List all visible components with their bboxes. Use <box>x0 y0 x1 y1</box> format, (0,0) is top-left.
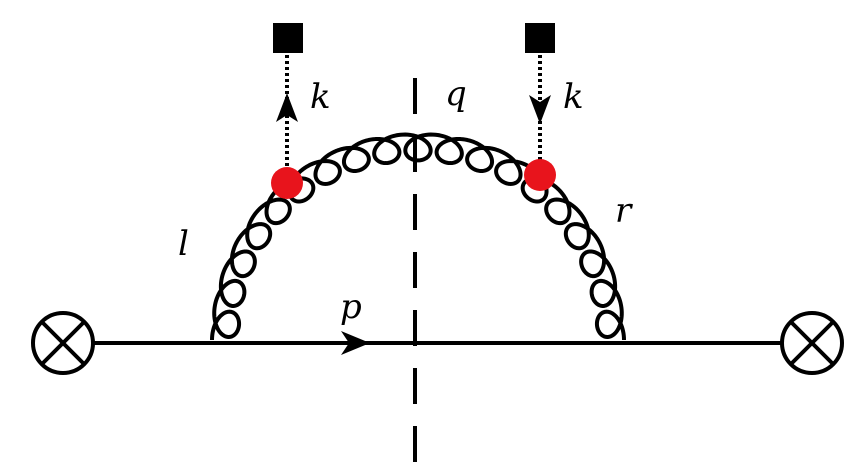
filled-square-icon-left <box>273 23 303 53</box>
vertex-dot-right <box>524 159 556 191</box>
label-l: l <box>178 224 189 264</box>
arrow-up-icon <box>276 93 298 122</box>
crossed-circle-icon-left <box>31 311 95 375</box>
label-q: q <box>445 74 467 114</box>
label-k-right: k <box>563 77 584 117</box>
quark-arrow-icon <box>341 331 370 355</box>
vertex-dot-left <box>271 167 303 199</box>
crossed-circle-icon-right <box>780 311 844 375</box>
label-k-left: k <box>310 77 331 117</box>
arrow-down-icon <box>529 95 551 124</box>
label-r: r <box>615 191 633 231</box>
label-p: p <box>340 287 362 327</box>
filled-square-icon-right <box>525 23 555 53</box>
gluon-line <box>210 132 626 341</box>
